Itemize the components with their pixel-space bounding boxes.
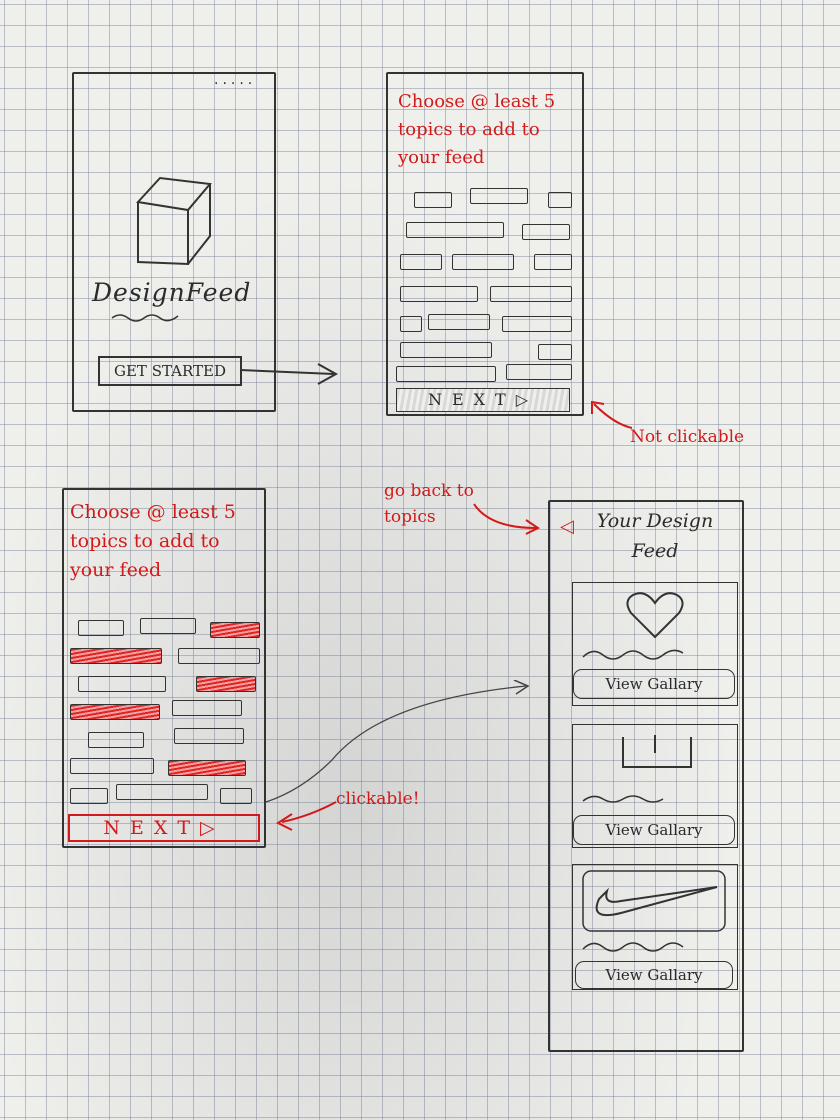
design-feed-screen-frame: ◁ Your Design Feed View Gallary View Gal… [548,500,744,1052]
topic-chip-selected[interactable] [70,704,160,720]
topics-screen-frame: Choose @ least 5 topics to add to your f… [386,72,584,416]
feed-title: Your Design Feed [596,510,714,562]
swoosh-icon [582,870,726,932]
caption-scribble [582,649,684,660]
topic-chip[interactable] [70,758,154,774]
topic-chip[interactable] [522,224,570,240]
topic-chip[interactable] [452,254,514,270]
get-started-button[interactable]: GET STARTED [98,356,242,386]
not-clickable-note: Not clickable [630,427,745,447]
splash-screen-frame: ····· DesignFeed GET STARTED [72,72,276,412]
clickable-note: clickable! [336,789,420,809]
topic-chip-selected[interactable] [196,676,256,692]
topic-chip[interactable] [406,222,504,238]
topic-chip[interactable] [538,344,572,360]
cube-logo-icon [136,176,212,266]
topic-chip[interactable] [78,620,124,636]
topic-chip[interactable] [116,784,208,800]
back-arrow-icon[interactable]: ◁ [560,516,574,537]
topics-heading: Choose @ least 5 topics to add to your f… [398,91,556,168]
topic-chip[interactable] [396,366,496,382]
flow-arrow-1 [239,363,339,385]
caption-scribble [582,942,684,952]
feed-card: View Gallary [572,724,738,848]
topic-chip[interactable] [534,254,572,270]
next-button-disabled[interactable]: NEXT▷ [396,388,570,412]
heart-icon [626,592,684,639]
go-back-arrow [473,503,540,535]
feed-card: View Gallary [572,582,738,706]
topic-chip[interactable] [174,728,244,744]
topic-chip[interactable] [400,286,478,302]
status-dots: ····· [214,76,257,92]
topic-chip[interactable] [428,314,490,330]
clickable-arrow [275,801,337,831]
topic-chip-selected[interactable] [168,760,246,776]
topic-chip[interactable] [88,732,144,748]
topic-chip[interactable] [414,192,452,208]
topic-chip[interactable] [70,788,108,804]
topic-chip[interactable] [140,618,196,634]
topic-chip[interactable] [78,676,166,692]
topic-chip[interactable] [490,286,572,302]
topics-heading-selected: Choose @ least 5 topics to add to your f… [70,501,236,581]
next-label: NEXT [427,390,516,409]
topics-selected-screen-frame: Choose @ least 5 topics to add to your f… [62,488,266,848]
play-icon: ▷ [200,817,225,839]
view-gallery-button[interactable]: View Gallary [573,669,735,699]
topic-chip-selected[interactable] [210,622,260,638]
topic-chip[interactable] [178,648,260,664]
feed-card: View Gallary [572,864,738,990]
flow-arrow-2 [265,680,530,803]
topic-chip-selected[interactable] [70,648,162,664]
topic-chip[interactable] [506,364,572,380]
topic-chip[interactable] [400,254,442,270]
next-label: NEXT [103,817,201,839]
smile-icon [622,735,692,768]
topic-chip[interactable] [400,316,422,332]
next-button-enabled[interactable]: NEXT▷ [68,814,260,842]
topic-chip[interactable] [400,342,492,358]
topic-chip[interactable] [220,788,252,804]
play-icon: ▷ [515,390,539,409]
go-back-note: go back to topics [384,481,474,527]
topic-chip[interactable] [502,316,572,332]
view-gallery-button[interactable]: View Gallary [575,961,733,989]
view-gallery-button[interactable]: View Gallary [573,815,735,845]
tagline-scribble [111,314,179,322]
not-clickable-arrow [591,400,633,429]
topic-chip[interactable] [470,188,528,204]
app-name: DesignFeed [92,278,252,307]
topic-chip[interactable] [172,700,242,716]
topic-chip[interactable] [548,192,572,208]
caption-scribble [582,795,664,803]
